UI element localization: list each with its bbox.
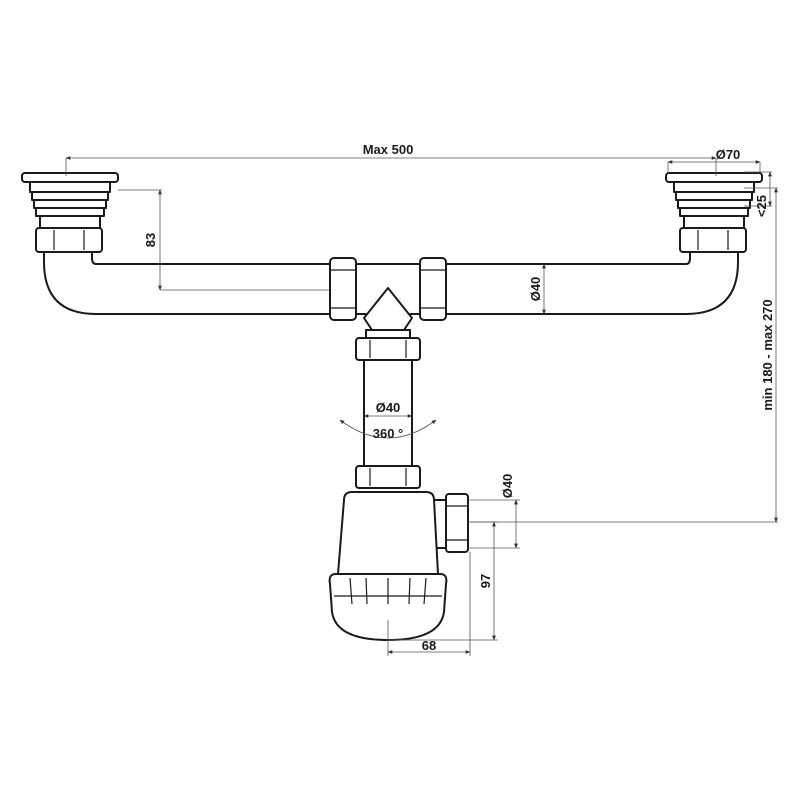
left-drain — [21, 172, 119, 253]
label-drain-diameter: Ø70 — [716, 147, 741, 162]
label-horizontal-pipe: Ø40 — [528, 277, 543, 302]
label-trap-width: 68 — [422, 638, 436, 653]
label-drain-to-pipe: 83 — [143, 233, 158, 247]
vertical-pipe — [355, 329, 421, 489]
label-drain-thickness: <25 — [754, 195, 769, 217]
horizontal-pipe — [43, 251, 739, 315]
t-junction — [329, 257, 447, 331]
bottle-trap — [328, 491, 469, 641]
label-rotation: 360 ° — [373, 426, 404, 441]
label-outlet-pipe: Ø40 — [500, 474, 515, 499]
label-trap-height: 97 — [478, 574, 493, 588]
label-max-width: Max 500 — [363, 142, 414, 157]
dimension-labels: Max 500 Ø70 <25 83 Ø40 Ø40 360 ° Ø40 min… — [143, 142, 775, 653]
right-drain — [665, 172, 763, 253]
dimension-lines — [65, 156, 778, 656]
label-vertical-pipe: Ø40 — [376, 400, 401, 415]
label-height-range: min 180 - max 270 — [760, 299, 775, 410]
